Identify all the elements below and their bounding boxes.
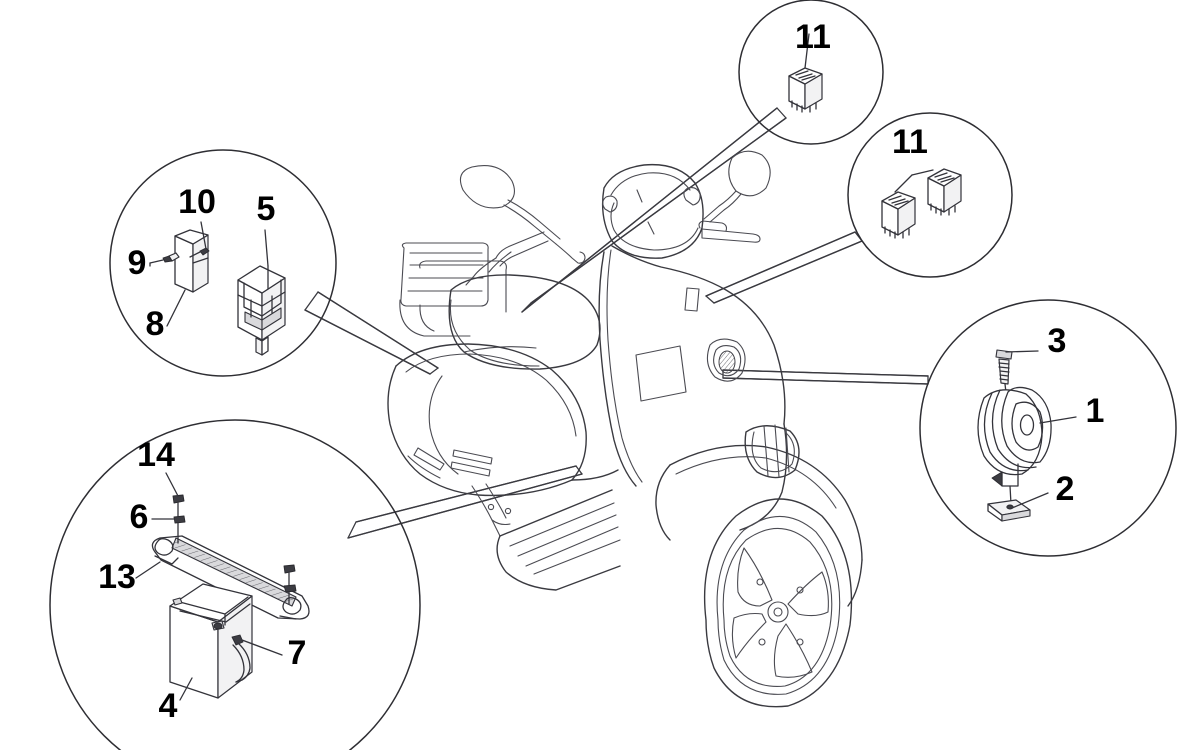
bubble-relay-pair: 11 (847, 112, 1013, 278)
bubble-horn: 3 1 2 (919, 299, 1177, 557)
bubble-relay-regulator: 10 5 9 8 (109, 149, 337, 377)
callout-number-11-pair: 11 (892, 123, 928, 161)
callout-number-5: 5 (257, 190, 276, 228)
leader-8 (166, 289, 186, 327)
battery-strap-icon (151, 535, 310, 620)
leader-4 (179, 677, 193, 701)
handlebars (459, 150, 771, 286)
headset-cover (601, 163, 704, 259)
front-wheel (703, 498, 853, 708)
leader-2 (1011, 492, 1049, 509)
leader-3 (1005, 350, 1039, 353)
leader-1 (1039, 416, 1077, 424)
callout-number-7: 7 (288, 634, 307, 672)
luggage-rack (399, 242, 507, 337)
connector-icon (149, 252, 180, 264)
callout-number-9: 9 (128, 244, 147, 282)
relay-icon-right (927, 168, 962, 216)
callout-number-14: 14 (137, 436, 175, 474)
flasher-relay-icon (174, 229, 209, 293)
callout-number-13: 13 (98, 558, 136, 596)
leader-7 (241, 639, 283, 656)
relay-icon-single (788, 33, 823, 113)
battery-icon (169, 583, 253, 699)
callout-number-8: 8 (146, 305, 165, 343)
callout-number-6: 6 (130, 498, 149, 536)
legshield (598, 245, 863, 607)
horn-bracket-icon (987, 499, 1031, 522)
scooter-drawing (387, 150, 863, 708)
rear-body (387, 343, 621, 591)
callout-number-3: 3 (1048, 322, 1067, 360)
bubble-relay-top: 11 (738, 0, 884, 145)
relay-icon-left (881, 191, 916, 239)
leader-lines-group (304, 107, 929, 539)
horn-icon (977, 386, 1052, 505)
callout-number-4: 4 (159, 687, 178, 725)
callout-number-11-top: 11 (795, 18, 831, 56)
leader-13 (135, 561, 161, 579)
callout-number-2: 2 (1056, 470, 1075, 508)
flasher-screw-icon (189, 221, 210, 258)
strap-screw-right-icon (283, 564, 297, 605)
leader-14 (165, 472, 179, 497)
bubble-battery: 14 6 13 7 4 (49, 419, 421, 750)
callout-number-1: 1 (1086, 392, 1105, 430)
starter-relay-icon (237, 229, 286, 356)
strap-screw-top-icon (172, 494, 186, 544)
callout-number-10: 10 (178, 183, 216, 221)
